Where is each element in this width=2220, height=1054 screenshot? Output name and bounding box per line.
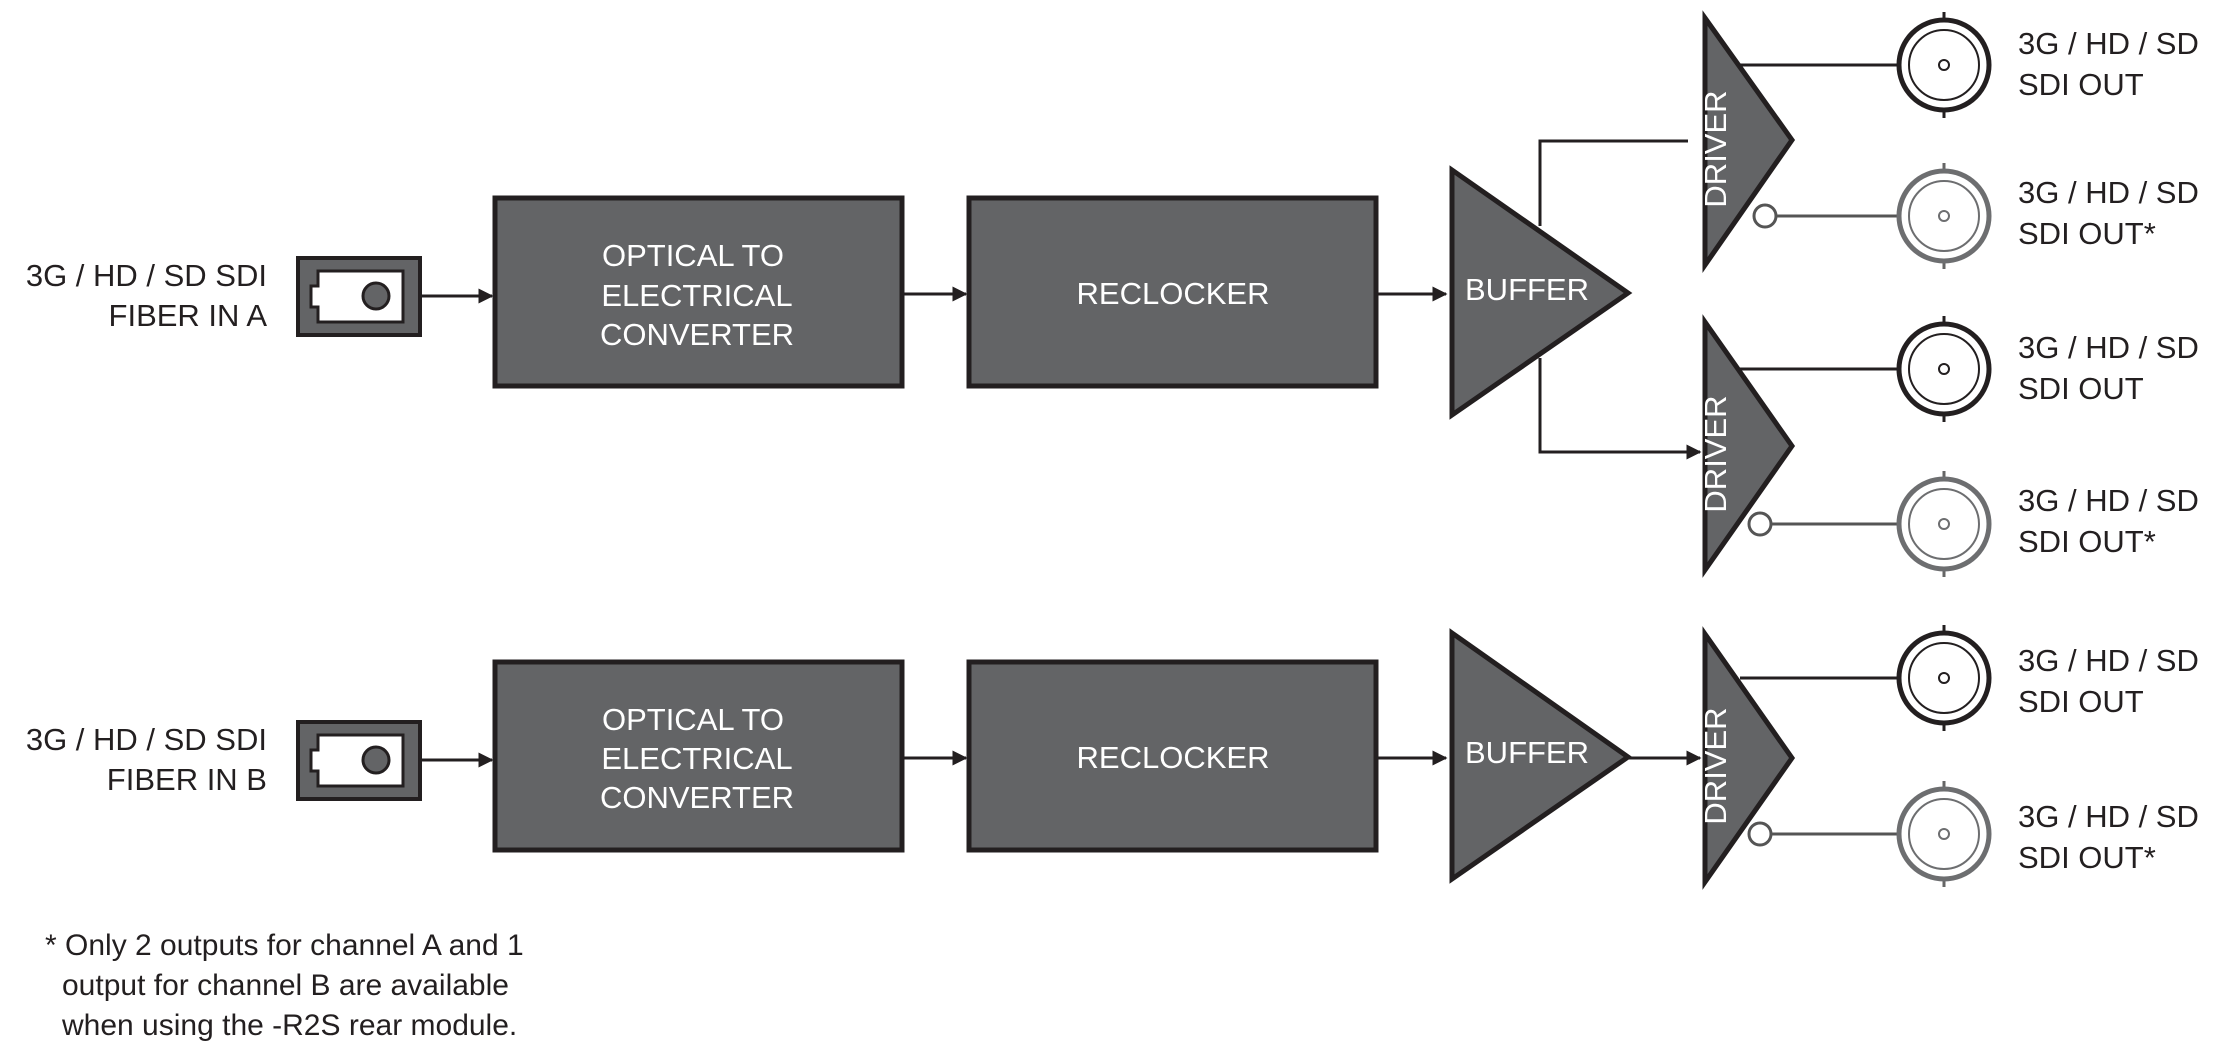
converter-a-line1: OPTICAL TO: [602, 238, 784, 273]
out-a-4-line1: 3G / HD / SD: [2018, 483, 2199, 518]
bnc-out-a-3-icon: [1896, 316, 1992, 422]
bnc-out-a-2-icon: [1896, 163, 1992, 269]
out-b-1-line2: SDI OUT: [2018, 684, 2144, 719]
buffer-b-label: BUFFER: [1465, 735, 1589, 770]
footnote-line2: output for channel B are available: [62, 969, 509, 1002]
out-a-1-line2: SDI OUT: [2018, 67, 2144, 102]
input-a-label-line1: 3G / HD / SD SDI: [26, 258, 267, 293]
out-a-2-line1: 3G / HD / SD: [2018, 175, 2199, 210]
converter-b-line3: CONVERTER: [600, 780, 794, 815]
out-b-1-line1: 3G / HD / SD: [2018, 643, 2199, 678]
converter-a-line2: ELECTRICAL: [601, 278, 792, 313]
input-a-label-line2: FIBER IN A: [109, 298, 268, 333]
converter-a-line3: CONVERTER: [600, 317, 794, 352]
driver-b: [1702, 626, 1796, 890]
buffer-a-label: BUFFER: [1465, 272, 1589, 307]
buffer-b: [1449, 628, 1633, 884]
reclocker-block-a: [966, 195, 1379, 389]
inverted-out-b-icon: [1747, 821, 1773, 847]
channel-b: 3G / HD / SD SDI FIBER IN B OPTICAL TO E…: [26, 625, 2199, 890]
out-b-2-line1: 3G / HD / SD: [2018, 799, 2199, 834]
driver-b-label: DRIVER: [1698, 707, 1733, 824]
footnote-line1: * Only 2 outputs for channel A and 1: [45, 929, 524, 962]
buffer-a: [1449, 165, 1633, 420]
channel-a: 3G / HD / SD SDI FIBER IN A OPTICAL TO E…: [26, 10, 2199, 578]
input-b-label-line2: FIBER IN B: [107, 762, 267, 797]
bnc-out-a-4-icon: [1896, 471, 1992, 577]
converter-block-b: [492, 659, 905, 853]
converter-b-line1: OPTICAL TO: [602, 702, 784, 737]
footnote: * Only 2 outputs for channel A and 1 out…: [45, 929, 524, 1042]
bnc-out-a-1-icon: [1896, 12, 1992, 118]
reclocker-b-label: RECLOCKER: [1077, 740, 1270, 775]
inverted-out-a-2-icon: [1747, 511, 1773, 537]
inverted-out-a-1-icon: [1752, 203, 1778, 229]
out-a-3-line2: SDI OUT: [2018, 371, 2144, 406]
out-b-2-line2: SDI OUT*: [2018, 840, 2156, 875]
out-a-1-line1: 3G / HD / SD: [2018, 26, 2199, 61]
converter-b-line2: ELECTRICAL: [601, 741, 792, 776]
out-a-3-line1: 3G / HD / SD: [2018, 330, 2199, 365]
wire-a-buffer-driver-1: [1538, 139, 1688, 226]
converter-block-a: [492, 195, 905, 389]
driver-a-1: [1702, 10, 1796, 273]
driver-a-1-label: DRIVER: [1698, 90, 1733, 207]
driver-a-2: [1702, 314, 1796, 578]
reclocker-block-b: [966, 659, 1379, 853]
bnc-out-b-2-icon: [1896, 781, 1992, 887]
fiber-connector-b-icon: [296, 720, 422, 801]
driver-a-2-label: DRIVER: [1698, 395, 1733, 512]
input-b-label-line1: 3G / HD / SD SDI: [26, 722, 267, 757]
reclocker-a-label: RECLOCKER: [1077, 276, 1270, 311]
out-a-4-line2: SDI OUT*: [2018, 524, 2156, 559]
bnc-out-b-1-icon: [1896, 625, 1992, 731]
wire-a-buffer-driver-2: [1538, 358, 1702, 460]
out-a-2-line2: SDI OUT*: [2018, 216, 2156, 251]
footnote-line3: when using the -R2S rear module.: [61, 1009, 517, 1042]
fiber-connector-a-icon: [296, 256, 422, 337]
